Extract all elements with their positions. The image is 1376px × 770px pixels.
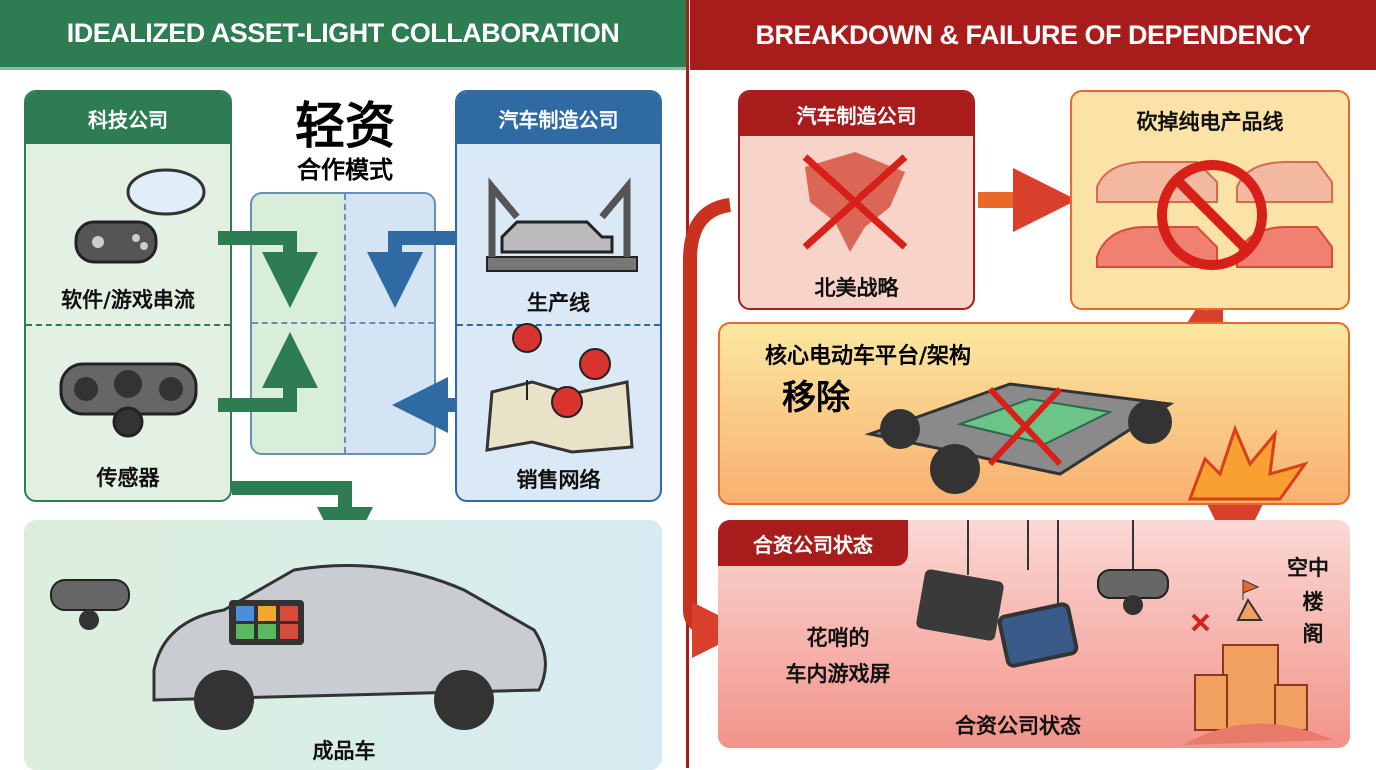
right-automaker-title: 汽车制造公司 bbox=[740, 92, 973, 136]
finished-car-panel: 成品车 bbox=[24, 520, 662, 770]
fancy-screens-label-line1: 花哨的 bbox=[806, 626, 870, 650]
platform-title: 核心电动车平台/架构 bbox=[765, 344, 972, 369]
hanging-sensor-icon bbox=[1097, 520, 1169, 615]
north-america-crossed-icon bbox=[802, 152, 908, 252]
dashed-divider bbox=[26, 324, 230, 326]
automaker-panel: 汽车制造公司 生产线 销售网络 bbox=[455, 90, 662, 502]
sensor-label: 传感器 bbox=[96, 466, 160, 490]
center-title-small: 合作模式 bbox=[297, 156, 393, 184]
cut-ev-panel: 砍掉纯电产品线 bbox=[1070, 90, 1350, 310]
sensor-icon bbox=[50, 579, 130, 630]
no-ev-cars-icon bbox=[1096, 160, 1333, 270]
castle-label-2: 楼 bbox=[1302, 590, 1324, 614]
sensor-icon bbox=[59, 362, 198, 438]
dashed-divider bbox=[457, 324, 660, 326]
platform-removed-label: 移除 bbox=[782, 378, 850, 418]
finished-car-label: 成品车 bbox=[312, 739, 376, 763]
car-icon bbox=[152, 564, 547, 730]
ev-chassis-crossed-icon bbox=[864, 382, 1175, 494]
jv-status-tag: 合资公司状态 bbox=[718, 520, 908, 566]
north-america-strategy-label: 北美战略 bbox=[814, 276, 899, 300]
production-line-icon bbox=[486, 177, 638, 272]
sandcastle-icon bbox=[1183, 579, 1333, 745]
castle-label-3: 阁 bbox=[1302, 622, 1324, 646]
explosion-icon bbox=[1187, 424, 1309, 501]
jv-status-bottom-label: 合资公司状态 bbox=[955, 714, 1081, 738]
sales-network-label: 销售网络 bbox=[516, 468, 601, 492]
tech-company-panel: 科技公司 软件/游戏串流 传感器 bbox=[24, 90, 232, 502]
map-icon bbox=[485, 323, 634, 454]
center-title-big: 轻资 bbox=[295, 97, 395, 155]
left-header: IDEALIZED ASSET-LIGHT COLLABORATION bbox=[0, 0, 686, 70]
jv-status-panel: 合资公司状态 花哨的 车内游戏屏 空中 楼 阁 合资公司状态 bbox=[718, 520, 1350, 748]
gamepad-cloud-icon bbox=[74, 168, 206, 264]
right-automaker-panel: 汽车制造公司 北美战略 bbox=[738, 90, 975, 310]
production-line-label: 生产线 bbox=[527, 291, 590, 315]
castle-label-1: 空中 bbox=[1287, 556, 1329, 580]
tech-company-title: 科技公司 bbox=[26, 92, 230, 144]
cut-ev-title: 砍掉纯电产品线 bbox=[1136, 110, 1284, 134]
software-label: 软件/游戏串流 bbox=[61, 288, 195, 312]
hanging-screens-icon bbox=[916, 520, 1079, 668]
right-header: BREAKDOWN & FAILURE OF DEPENDENCY bbox=[690, 0, 1376, 70]
automaker-title: 汽车制造公司 bbox=[457, 92, 660, 144]
fancy-screens-label-line2: 车内游戏屏 bbox=[785, 662, 891, 686]
platform-panel: 核心电动车平台/架构 移除 bbox=[718, 322, 1350, 505]
